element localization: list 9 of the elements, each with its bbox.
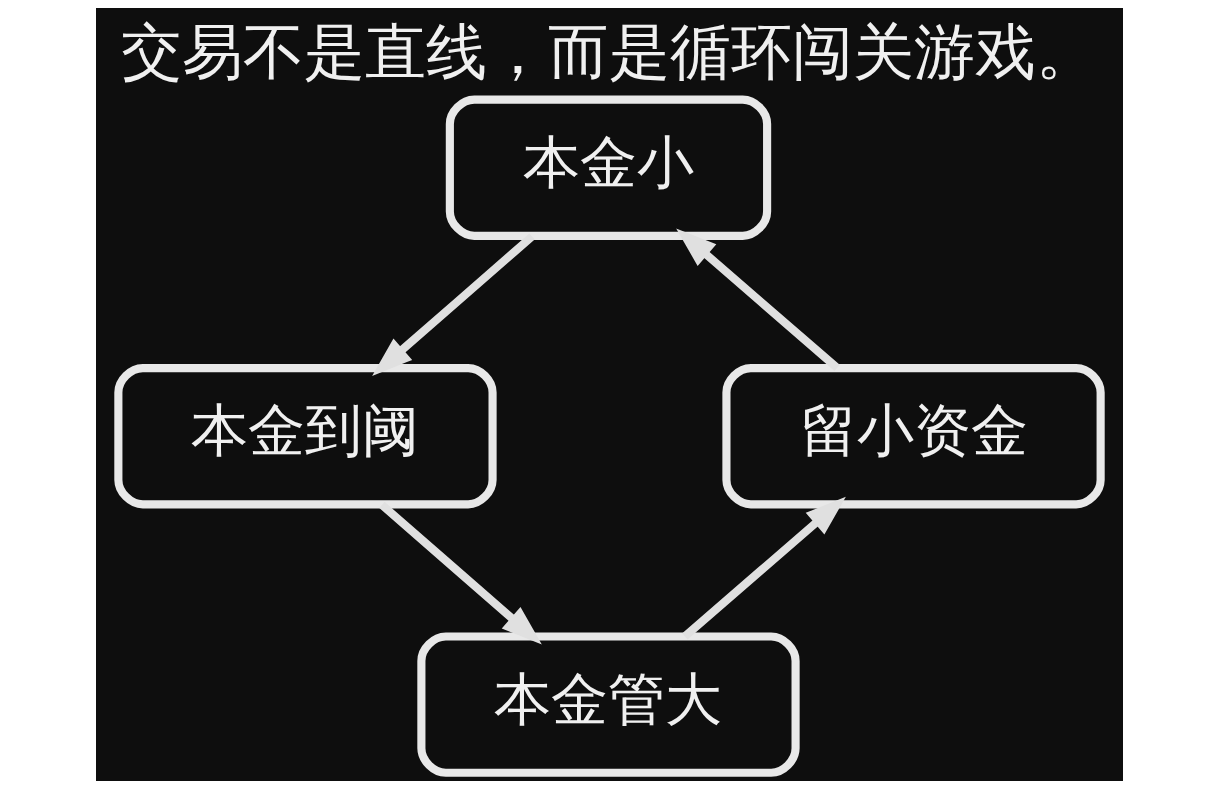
arrow — [675, 228, 840, 371]
node-box: 本金小 — [445, 95, 771, 240]
diagram-title: 交易不是直线，而是循环闯关游戏。 — [121, 16, 1097, 88]
arrow — [681, 496, 846, 640]
arrow — [371, 233, 535, 376]
node-box: 本金管大 — [416, 632, 800, 777]
node-box: 留小资金 — [721, 364, 1105, 509]
arrow — [378, 501, 542, 645]
node-box: 本金到阈 — [113, 364, 497, 509]
